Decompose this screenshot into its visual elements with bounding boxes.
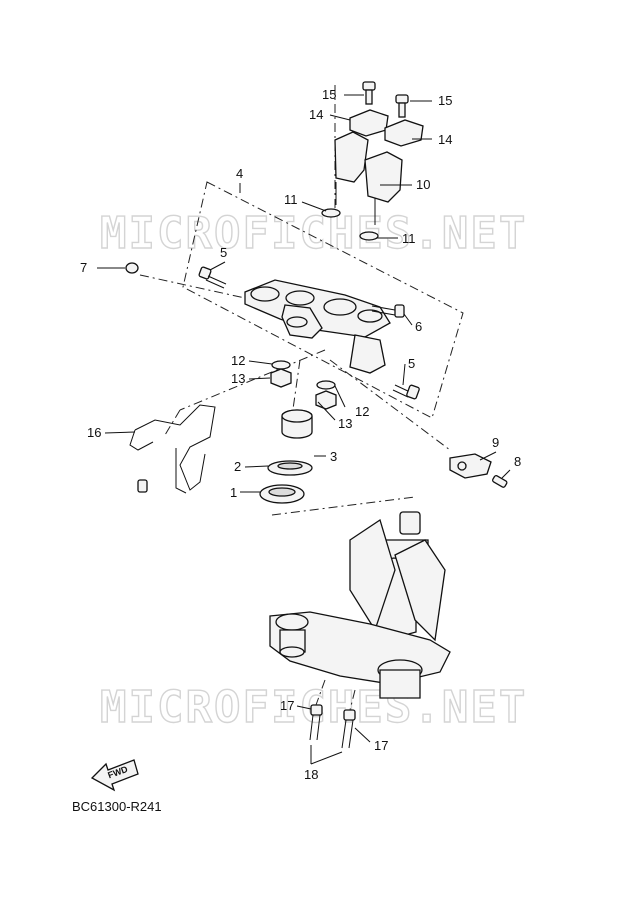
bearing-1 xyxy=(259,484,305,504)
bolt-5-left xyxy=(198,266,227,289)
callout-5a: 5 xyxy=(220,245,227,260)
callout-12b: 12 xyxy=(355,404,369,419)
callout-11a: 11 xyxy=(284,192,298,207)
callout-4: 4 xyxy=(236,166,243,181)
callout-15b: 15 xyxy=(438,93,452,108)
bolt-17-right xyxy=(341,709,356,749)
callout-5b: 5 xyxy=(408,356,415,371)
dash-lead-7 xyxy=(139,274,246,299)
callout-8: 8 xyxy=(514,454,521,469)
dash-lead-17a xyxy=(315,679,326,706)
bolt-15-left xyxy=(362,81,376,105)
dash-lead-16b xyxy=(164,409,181,436)
lower-bracket xyxy=(269,611,451,699)
bracket-16 xyxy=(129,404,216,494)
callout-11b: 11 xyxy=(402,231,416,246)
callout-2: 2 xyxy=(234,459,241,474)
assembly-outline-dashed xyxy=(182,181,464,419)
leader-lines xyxy=(97,94,511,765)
nut-13-right xyxy=(315,390,337,410)
callout-3: 3 xyxy=(330,449,337,464)
diagram-code: BC61300-R241 xyxy=(72,799,162,814)
watermark-top: MICROFICHES.NET xyxy=(100,208,527,259)
bolt-5-right xyxy=(392,384,420,400)
bearing-race-2 xyxy=(267,460,313,476)
callout-10: 10 xyxy=(416,177,430,192)
callout-13a: 13 xyxy=(231,371,245,386)
callout-1: 1 xyxy=(230,485,237,500)
washer-11-left xyxy=(321,208,341,218)
steering-stem xyxy=(349,511,446,642)
dash-lead-17b xyxy=(349,689,356,711)
handlebar-holder-lower xyxy=(334,131,403,225)
callout-17b: 17 xyxy=(374,738,388,753)
dash-lead-stem xyxy=(271,496,416,516)
callout-9: 9 xyxy=(492,435,499,450)
callout-16: 16 xyxy=(87,425,101,440)
dash-lead-16 xyxy=(179,349,326,411)
plug-7 xyxy=(125,262,139,274)
callout-12a: 12 xyxy=(231,353,245,368)
bolt-17-left xyxy=(309,704,323,741)
callout-14a: 14 xyxy=(309,107,323,122)
callout-14b: 14 xyxy=(438,132,452,147)
upper-bracket xyxy=(244,279,391,374)
callout-7: 7 xyxy=(80,260,87,275)
callout-15a: 15 xyxy=(322,87,336,102)
callout-6: 6 xyxy=(415,319,422,334)
callout-13b: 13 xyxy=(338,416,352,431)
washer-12-right xyxy=(316,380,336,390)
fwd-arrow-icon: FWD xyxy=(90,759,139,792)
washer-11-right xyxy=(359,231,379,241)
bolt-8 xyxy=(492,474,508,488)
bolt-15-right xyxy=(395,94,409,118)
dash-lead-9 xyxy=(329,359,451,451)
callout-17a: 17 xyxy=(280,698,294,713)
collar-3 xyxy=(281,409,313,439)
nut-13-left xyxy=(270,368,292,388)
bolt-6 xyxy=(371,304,405,318)
washer-12-left xyxy=(271,360,291,370)
callout-18: 18 xyxy=(304,767,318,782)
